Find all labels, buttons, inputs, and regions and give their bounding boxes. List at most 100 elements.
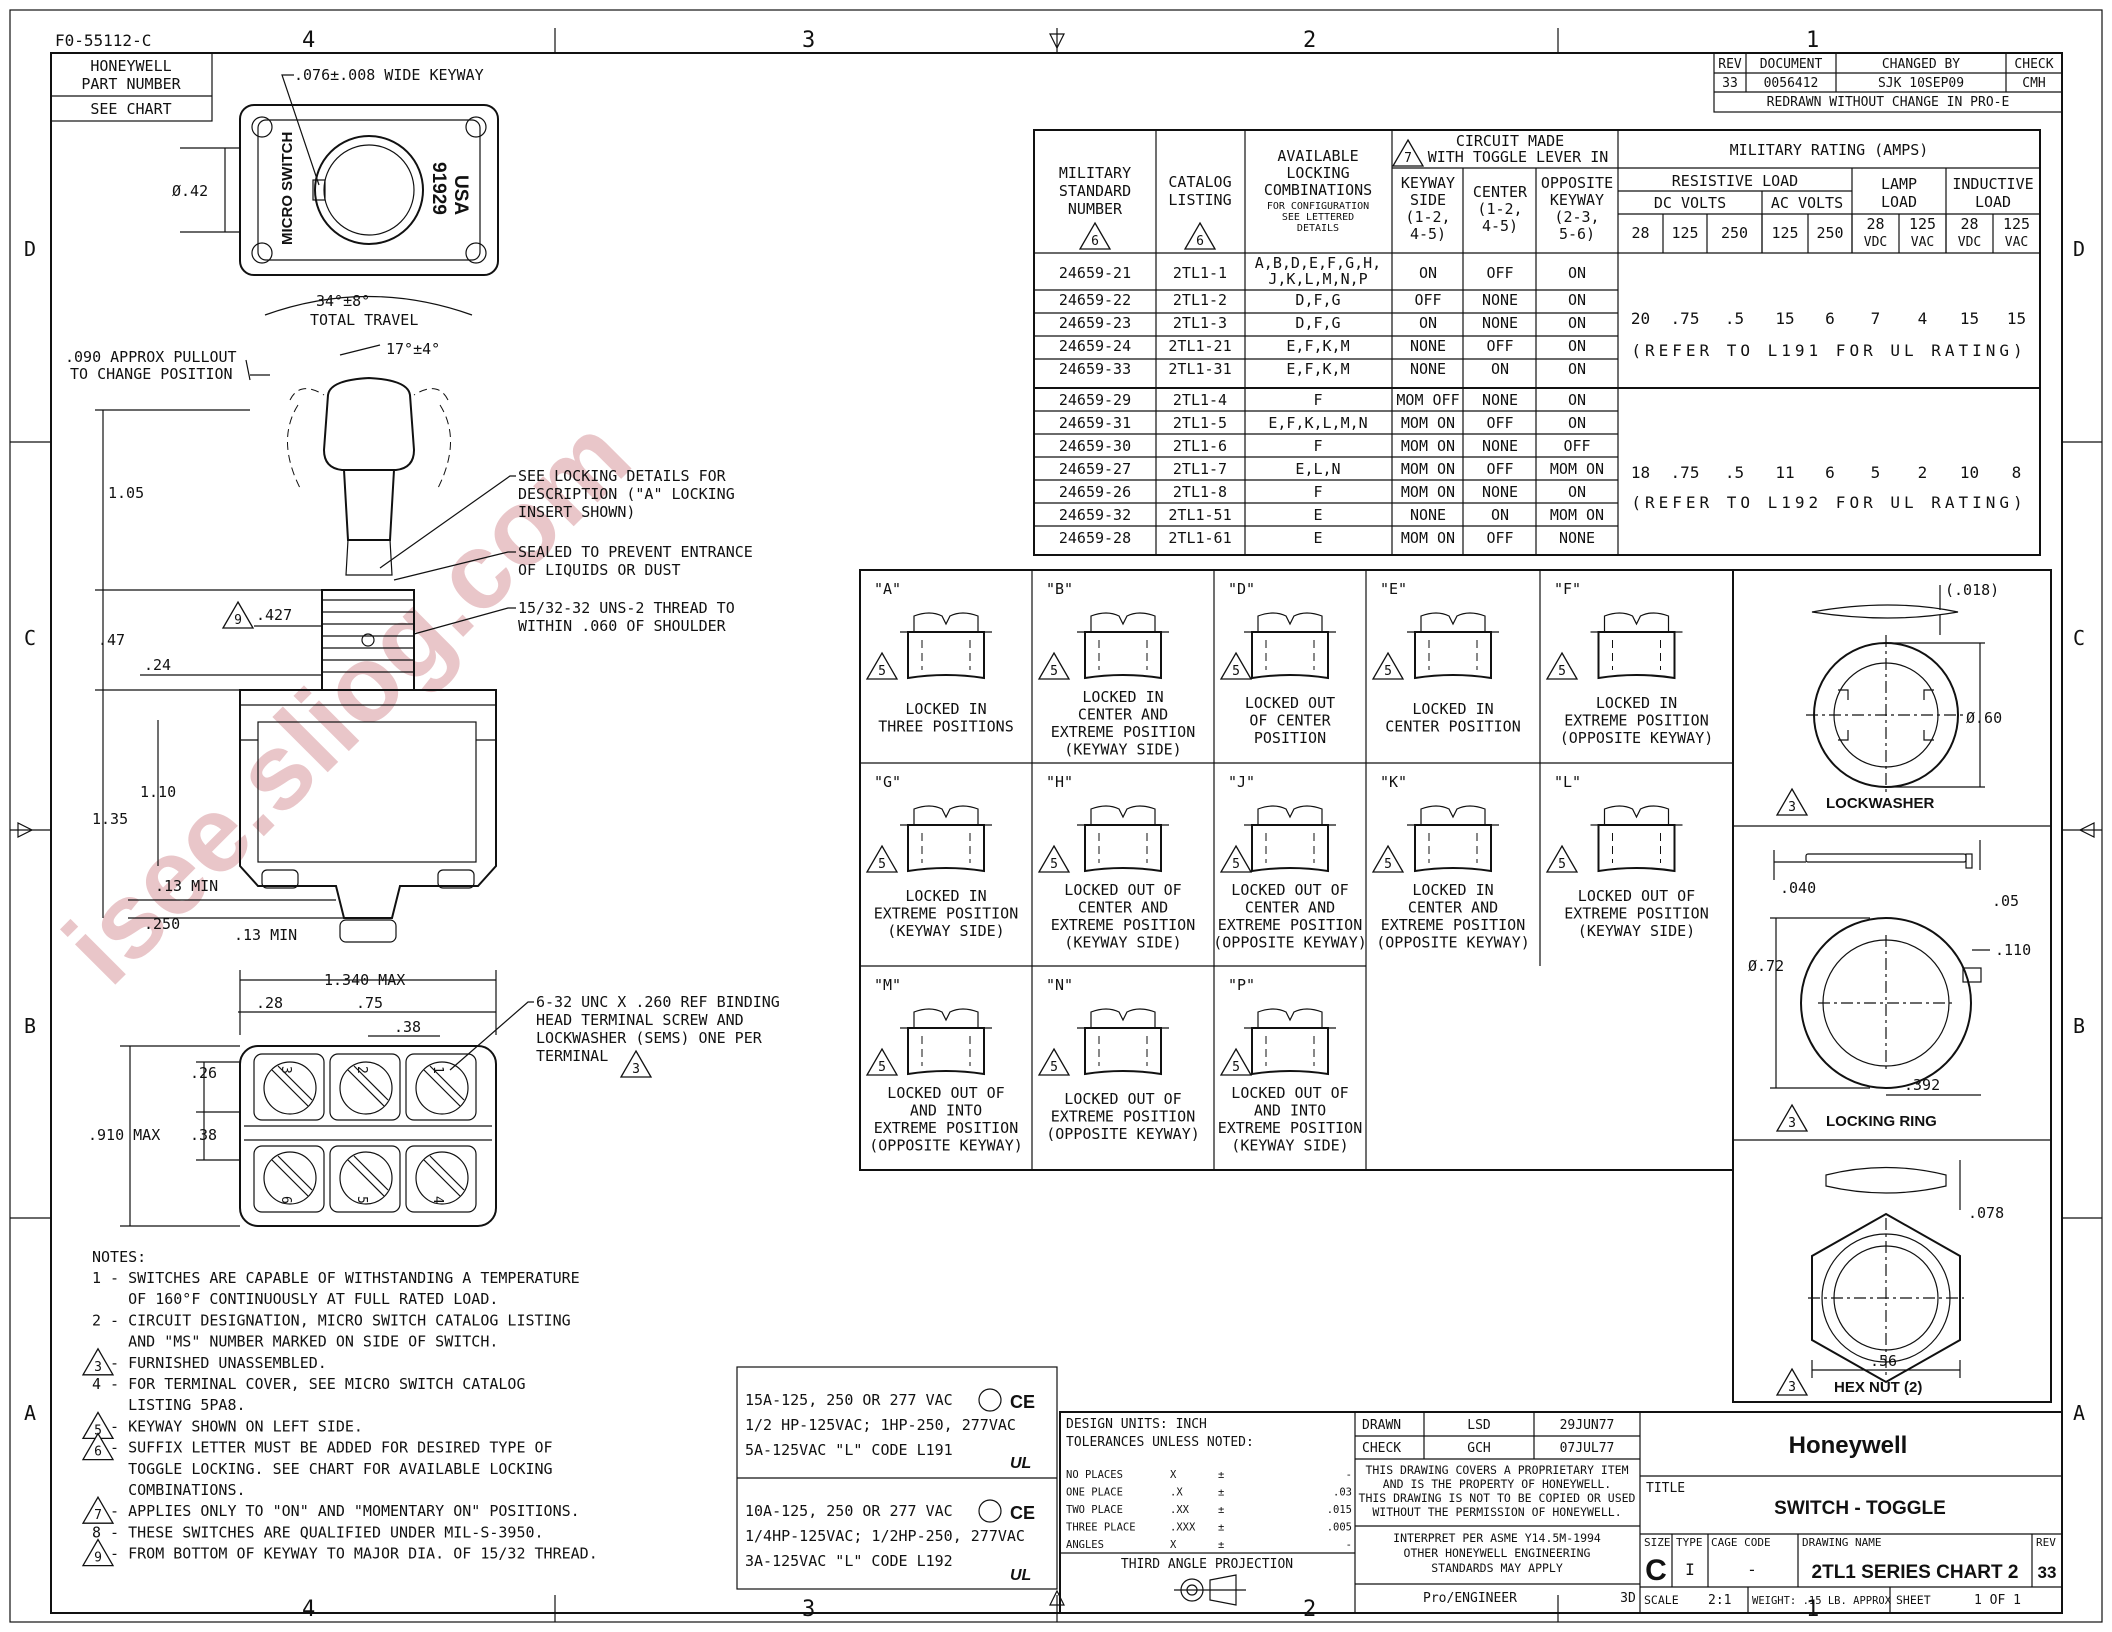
locking-letter: "A" <box>874 580 901 598</box>
locking-desc: (KEYWAY SIDE) <box>1231 1137 1348 1155</box>
zone-number-1: 1 <box>1806 28 1819 53</box>
terminal-callout-4: TERMINAL <box>536 1047 608 1065</box>
hdr-catalog-1: CATALOG <box>1168 173 1231 191</box>
tol-format: .XXX <box>1170 1522 1196 1534</box>
terminal-3: 3 <box>278 1066 293 1074</box>
hdr-opposite-3: (2-3, <box>1554 208 1599 226</box>
tol-pm: ± <box>1218 1522 1224 1534</box>
table-cell: F <box>1313 483 1322 501</box>
locking-desc: LOCKED IN <box>905 700 986 718</box>
table-cell: J,K,L,M,N,P <box>1268 270 1367 288</box>
rating-value: .75 <box>1671 309 1700 328</box>
hdr-inductive-2: LOAD <box>1975 193 2011 211</box>
scale-value: 2:1 <box>1708 1593 1731 1608</box>
table-cell: NONE <box>1410 360 1446 378</box>
table-cell: NONE <box>1482 483 1518 501</box>
l191-line-3: 5A-125VAC "L" CODE L191 <box>745 1441 953 1459</box>
hdr-opposite-1: OPPOSITE <box>1541 174 1613 192</box>
locking-desc: (OPPOSITE KEYWAY) <box>1046 1125 1200 1143</box>
locking-letter: "M" <box>874 976 901 994</box>
locking-desc: LOCKED IN <box>1412 881 1493 899</box>
locking-desc: LOCKED OUT OF <box>887 1084 1004 1102</box>
sheet-value: 1 OF 1 <box>1974 1593 2021 1608</box>
zone-letter-d: D <box>24 237 36 261</box>
hdr-available-2: LOCKING <box>1286 164 1349 182</box>
dim-56: .56 <box>1870 1352 1897 1370</box>
volt-header: 28 <box>1960 215 1978 233</box>
locking-desc: AND INTO <box>910 1102 982 1120</box>
tolerances-label: TOLERANCES UNLESS NOTED: <box>1066 1435 1254 1450</box>
rating-value: 8 <box>2012 463 2022 482</box>
tol-value: .005 <box>1327 1522 1352 1534</box>
notes-title: NOTES: <box>92 1248 146 1266</box>
note-line: COMBINATIONS. <box>92 1481 246 1499</box>
zone-number-4-bottom: 4 <box>302 1597 315 1622</box>
micro-switch-mark: MICRO SWITCH <box>279 132 296 245</box>
terminal-callout-1: 6-32 UNC X .260 REF BINDING <box>536 993 780 1011</box>
rating-value: 4 <box>1918 309 1928 328</box>
ce-mark-2: CE <box>1010 1503 1035 1523</box>
three-d: 3D <box>1620 1591 1636 1606</box>
table-cell: F <box>1313 437 1322 455</box>
rating-value: 11 <box>1775 463 1794 482</box>
note-3-marker: 3 <box>632 1062 640 1077</box>
thread-callout-2: WITHIN .060 OF SHOULDER <box>518 617 727 635</box>
tol-label: THREE PLACE <box>1066 1522 1136 1534</box>
hdr-dc-volts: DC VOLTS <box>1654 194 1726 212</box>
table-cell: 2TL1-1 <box>1173 264 1227 282</box>
dim-38-b: .38 <box>190 1126 217 1144</box>
volt-unit: VAC <box>2005 235 2028 250</box>
zone-letter-a: A <box>24 1401 36 1425</box>
pullout-label-1: .090 APPROX PULLOUT <box>65 348 237 366</box>
drawing-title: SWITCH - TOGGLE <box>1774 1498 1946 1519</box>
l192-line-2: 1/4HP-125VAC; 1/2HP-250, 277VAC <box>745 1527 1025 1545</box>
table-cell: MOM ON <box>1550 506 1604 524</box>
revision-note: REDRAWN WITHOUT CHANGE IN PRO-E <box>1767 95 2010 110</box>
table-cell: MOM ON <box>1401 437 1455 455</box>
rating-value: 7 <box>1871 309 1881 328</box>
dim-26: .26 <box>190 1064 217 1082</box>
volt-unit: VAC <box>1911 235 1934 250</box>
locking-letter: "N" <box>1046 976 1073 994</box>
note-marker: 9 <box>94 1551 102 1566</box>
dim-078: .078 <box>1968 1204 2004 1222</box>
table-cell: E <box>1313 529 1322 547</box>
ul-mark-2: UL <box>1010 1567 1031 1584</box>
hdr-circuit-1: CIRCUIT MADE <box>1456 132 1564 150</box>
locking-desc: LOCKED OUT OF <box>1231 1084 1348 1102</box>
hdr-keyway-1: KEYWAY <box>1401 174 1455 192</box>
hdr-keyway-2: SIDE <box>1410 191 1446 209</box>
table-cell: 24659-23 <box>1059 314 1131 332</box>
type-value: I <box>1685 1560 1695 1579</box>
rating-value: 15 <box>2007 309 2026 328</box>
hex-nut-label: HEX NUT (2) <box>1834 1379 1922 1396</box>
hdr-available-1: AVAILABLE <box>1277 147 1358 165</box>
locking-desc: LOCKED IN <box>1412 700 1493 718</box>
dim-75: .75 <box>356 994 383 1012</box>
table-cell: 2TL1-2 <box>1173 291 1227 309</box>
document-value: 0056412 <box>1764 76 1819 91</box>
locking-desc: LOCKED OUT <box>1245 694 1335 712</box>
check-label: CHECK <box>1362 1441 1401 1456</box>
locking-letter: "P" <box>1228 976 1255 994</box>
table-cell: F <box>1313 391 1322 409</box>
hdr-opposite-2: KEYWAY <box>1550 191 1604 209</box>
interpret-1: INTERPRET PER ASME Y14.5M-1994 <box>1393 1531 1601 1545</box>
table-cell: NONE <box>1482 291 1518 309</box>
zone-labels: 4 3 2 1 4 3 2 1 D C B A D C B A <box>24 28 2085 1622</box>
locking-desc: EXTREME POSITION <box>1381 916 1526 934</box>
table-cell: D,F,G <box>1295 291 1340 309</box>
note-9-marker: 9 <box>234 613 242 628</box>
type-label: TYPE <box>1676 1536 1703 1549</box>
form-id: F0-55112-C <box>55 31 151 50</box>
cage-value: - <box>1747 1560 1757 1579</box>
